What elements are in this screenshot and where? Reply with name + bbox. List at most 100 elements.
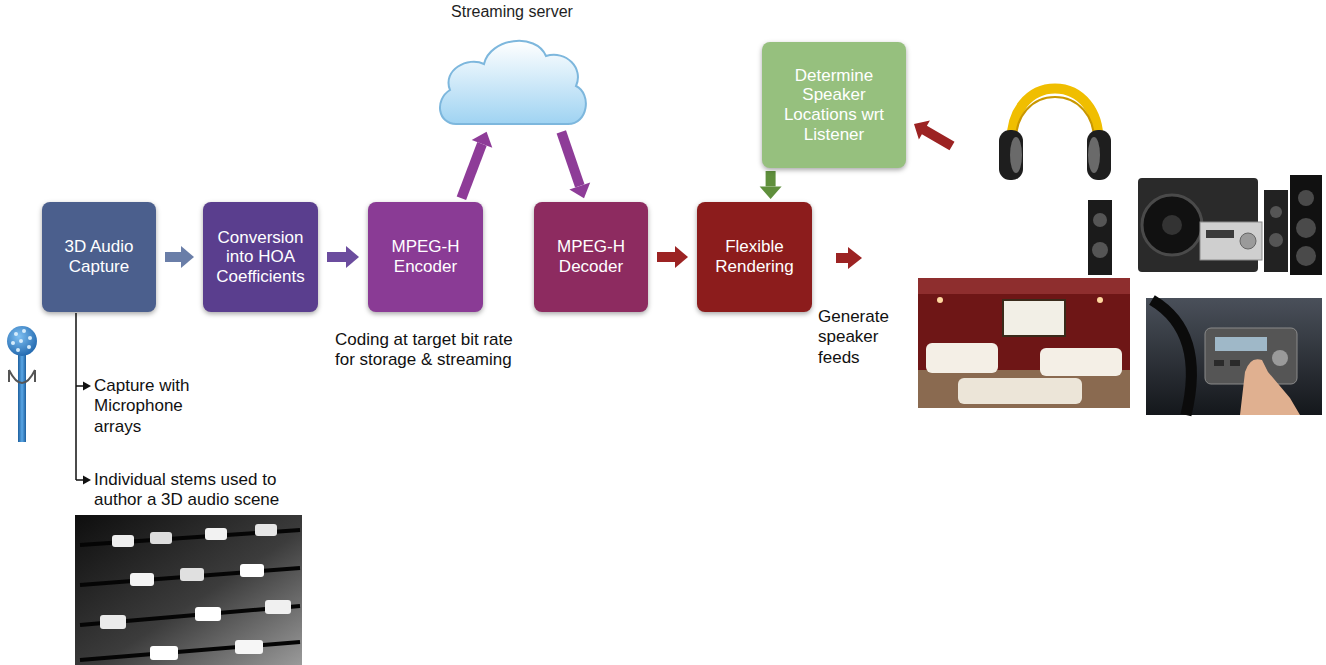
speaker-system-icon-part xyxy=(1296,246,1316,266)
flow-arrow xyxy=(760,171,782,199)
headphones-icon-part xyxy=(1087,130,1111,180)
process-box: 3D Audio Capture xyxy=(42,202,156,312)
bracket-line xyxy=(76,313,91,485)
headphones-icon-part xyxy=(1016,97,1095,148)
speaker-system-icon-part xyxy=(1269,233,1283,247)
mixing-console-photo-part xyxy=(205,528,227,540)
process-box: Flexible Rendering xyxy=(697,202,812,312)
box-label: MPEG-H Encoder xyxy=(374,237,477,276)
car-dashboard-photo-part xyxy=(1272,350,1288,366)
speaker-system-icon-part xyxy=(1296,218,1316,238)
headphones-arrow-part xyxy=(914,121,955,151)
car-dashboard-photo-part xyxy=(1215,337,1267,351)
flow-arrow xyxy=(457,132,493,200)
speaker-system-icon-part xyxy=(1290,175,1322,275)
mixing-console-photo-part xyxy=(235,640,263,654)
arrow-shaft xyxy=(766,171,776,186)
microphone-array-icon-part xyxy=(28,336,32,340)
microphone-array-icon-part xyxy=(14,332,18,336)
headphones-icon-part xyxy=(1010,137,1022,173)
microphone-array-icon-part xyxy=(11,341,15,345)
home-theater-photo xyxy=(918,278,1130,408)
speaker-system-icon-part xyxy=(1206,230,1234,238)
mixing-console-photo-part xyxy=(255,524,277,536)
arrow-head xyxy=(760,186,782,199)
arrow-shaft xyxy=(657,252,675,262)
arrow-head xyxy=(569,182,590,198)
headphones-icon-part xyxy=(1012,89,1099,151)
flow-arrow xyxy=(657,246,688,268)
mixing-console-photo-part xyxy=(150,532,172,544)
car-dashboard-photo-part xyxy=(1240,359,1300,415)
box-label: MPEG-H Decoder xyxy=(540,237,642,276)
mixing-console-photo-part xyxy=(130,573,154,586)
mixing-console-photo-part xyxy=(100,615,126,629)
bracket-line-part xyxy=(76,313,84,480)
mixing-console-photo-part xyxy=(112,535,134,547)
speaker-system-icon xyxy=(1088,175,1322,275)
speaker-system-icon-part xyxy=(1142,195,1202,255)
annotation-text: Capture with Microphone arrays xyxy=(94,376,214,437)
mixing-console-photo-part xyxy=(150,646,178,660)
speaker-system-icon-part xyxy=(1092,242,1108,258)
speaker-system-icon-part xyxy=(1088,200,1112,275)
headphones-icon xyxy=(999,89,1111,181)
home-theater-photo-part xyxy=(918,278,1130,294)
mixing-console-photo-part xyxy=(265,600,291,614)
car-dashboard-photo-part xyxy=(1214,360,1224,366)
arrow-shaft xyxy=(327,252,346,262)
microphone-array-icon-part xyxy=(7,326,37,356)
microphone-array-icon-part xyxy=(16,348,20,352)
bracket-line-part xyxy=(83,476,91,485)
car-dashboard-photo-part xyxy=(1152,300,1191,415)
flow-arrow xyxy=(557,130,591,198)
process-box: Conversion into HOA Coefficients xyxy=(203,202,318,312)
home-theater-photo-part xyxy=(918,278,1130,408)
microphone-array-icon-part xyxy=(9,370,35,382)
microphone-array-icon xyxy=(7,326,37,442)
annotation-text: Generate speaker feeds xyxy=(818,307,908,368)
arrow-head xyxy=(346,246,359,268)
mixing-console-photo-part xyxy=(80,642,300,660)
annotation-holder: Generate speaker feeds xyxy=(818,307,908,368)
home-theater-photo-part xyxy=(1097,297,1103,303)
car-dashboard-photo xyxy=(1146,298,1322,415)
mixing-console-photo-part xyxy=(80,568,300,585)
process-box: MPEG-H Encoder xyxy=(368,202,483,312)
arrow-shaft xyxy=(557,130,585,187)
cloud-shape xyxy=(432,24,592,128)
mixing-console-photo-part xyxy=(75,515,302,665)
bracket-line-part xyxy=(83,382,91,391)
cloud-title: Streaming server xyxy=(432,0,592,21)
car-dashboard-photo-part xyxy=(1146,298,1322,415)
speaker-system-icon-part xyxy=(1093,213,1107,227)
mixing-console-photo-part xyxy=(240,564,264,577)
arrow-shaft xyxy=(165,252,181,262)
rendering-output-arrow-part xyxy=(836,247,862,269)
microphone-array-icon-part xyxy=(9,370,35,383)
annotation-holder: Coding at target bit rate for storage & … xyxy=(335,330,530,371)
flow-arrow xyxy=(165,246,194,268)
annotation-holder: Individual stems used to author a 3D aud… xyxy=(94,470,299,511)
cloud-outline xyxy=(440,41,586,124)
box-label: 3D Audio Capture xyxy=(48,237,150,276)
arrow-head xyxy=(472,132,493,148)
arrow-head xyxy=(675,246,688,268)
speaker-system-icon-part xyxy=(1162,215,1182,235)
home-theater-photo-part xyxy=(926,343,998,373)
microphone-array-icon-part xyxy=(19,339,23,343)
annotation-text: Coding at target bit rate for storage & … xyxy=(335,330,530,371)
box-label: Conversion into HOA Coefficients xyxy=(209,228,312,287)
annotation-text: Individual stems used to author a 3D aud… xyxy=(94,470,299,511)
box-label: Flexible Rendering xyxy=(703,237,806,276)
home-theater-photo-part xyxy=(958,378,1082,404)
speaker-system-icon-part xyxy=(1240,233,1256,249)
headphones-icon-part xyxy=(1088,137,1100,173)
mixing-console-photo xyxy=(75,515,302,665)
arrow-head xyxy=(181,246,194,268)
box-label: Determine Speaker Locations wrt Listener xyxy=(768,66,900,144)
